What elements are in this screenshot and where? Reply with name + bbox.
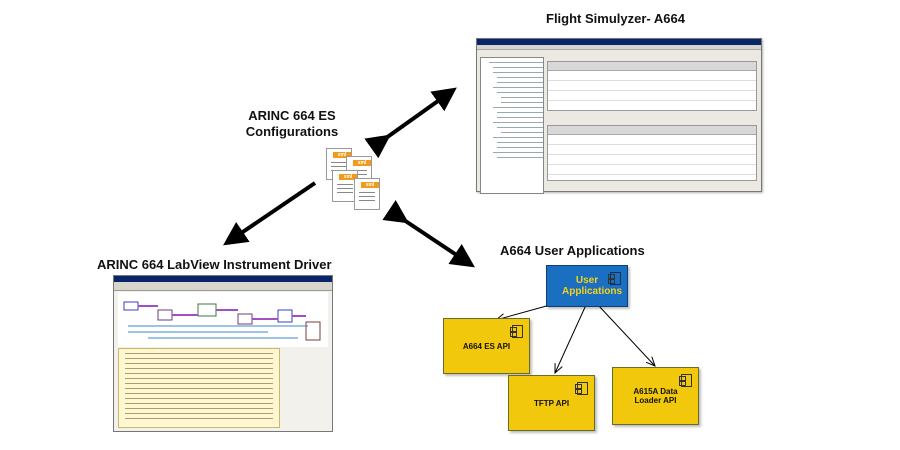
data-loader-api-text: A615A Data Loader API [633,387,678,405]
es-api-component: A664 ES API [443,318,530,374]
arrow-config-simulyzer [364,87,457,159]
component-icon [575,382,588,395]
project-tree [480,57,544,194]
es-config-label-line1: ARINC 664 ES [248,108,336,123]
config-table-bottom [547,125,757,181]
user-applications-component: User Applications [546,265,628,307]
data-loader-api-component: A615A Data Loader API [612,367,699,425]
user-applications-text: User Applications [562,275,623,297]
flight-simulyzer-window [476,38,762,194]
user-apps-label: A664 User Applications [500,243,645,258]
flight-simulyzer-label: Flight Simulyzer- A664 [546,11,685,26]
config-table-top [547,61,757,111]
link-user-to-es-api [496,304,551,320]
labview-description-panel [118,348,280,428]
labview-titlebar [114,276,332,282]
arrow-config-userapps [382,200,475,268]
es-api-text: A664 ES API [462,341,511,351]
component-icon [608,272,621,285]
labview-block-diagram [118,292,328,347]
tftp-api-text: TFTP API [533,398,570,408]
link-user-to-tftp-api [555,304,587,373]
es-config-label-line2: Configurations [245,124,339,139]
labview-toolbar [114,282,332,291]
window-titlebar [477,39,761,45]
tftp-api-component: TFTP API [508,375,595,431]
labview-window [113,275,333,432]
component-icon [679,374,692,387]
component-icon [510,325,523,338]
xml-files-icon: xml xml xml xml [326,148,380,210]
es-config-label: ARINC 664 ES Configurations [232,108,352,140]
link-user-to-loader-api [597,304,655,366]
labview-driver-label: ARINC 664 LabView Instrument Driver [97,257,332,272]
arrow-config-labview [223,181,317,246]
window-menubar [477,45,761,50]
